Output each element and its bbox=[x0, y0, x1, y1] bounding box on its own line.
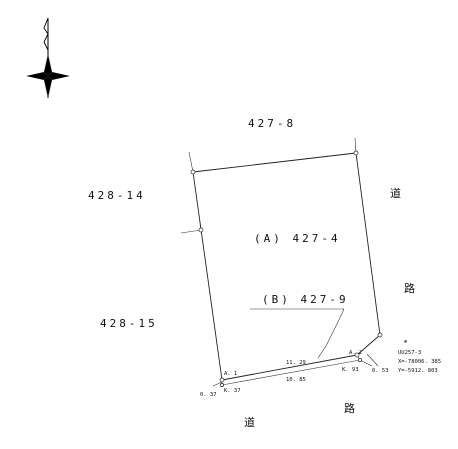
marker-se bbox=[358, 358, 362, 362]
point-label-a1: A. 1 bbox=[224, 371, 237, 377]
benchmark-y: Y=-5912. 803 bbox=[398, 368, 438, 374]
marker-a1 bbox=[219, 377, 225, 383]
parcel-label-handwritten: (B) 427-9 bbox=[262, 293, 349, 306]
boundary-markers bbox=[190, 150, 383, 387]
dimension-bottom-length: 10. 85 bbox=[286, 377, 306, 383]
dimension-top-length: 11. 29 bbox=[286, 360, 306, 366]
handwritten-leader bbox=[250, 308, 345, 359]
parcel-label-west-lower: 428-15 bbox=[100, 317, 158, 330]
benchmark-x: X=-78006. 385 bbox=[398, 359, 441, 365]
parcel-boundary bbox=[180, 137, 381, 387]
north-arrow-icon bbox=[26, 17, 70, 98]
marker-e bbox=[377, 332, 383, 338]
road-label-east-top: 道 bbox=[390, 186, 401, 200]
marker-ne bbox=[353, 150, 359, 156]
dimension-k37: K. 37 bbox=[224, 388, 241, 394]
dimension-left-offset: 0. 37 bbox=[200, 392, 217, 398]
road-label-east-bottom: 路 bbox=[404, 282, 415, 295]
parcel-label-north: 427-8 bbox=[248, 117, 296, 130]
dimension-k93: K. 93 bbox=[342, 367, 359, 373]
benchmark-symbol-icon: ⊗ bbox=[404, 339, 407, 345]
marker-nw bbox=[190, 169, 196, 175]
road-label-south-left: 道 bbox=[244, 415, 255, 429]
marker-w bbox=[198, 227, 204, 233]
parcel-label-subject: (A) 427-4 bbox=[254, 232, 341, 245]
marker-sw bbox=[220, 383, 224, 387]
road-label-south-right: 路 bbox=[344, 402, 355, 415]
parcel-label-west-upper: 428-14 bbox=[88, 189, 146, 202]
benchmark-id: UU257-3 bbox=[398, 350, 421, 356]
dimension-right-offset: 0. 53 bbox=[372, 368, 389, 374]
marker-a2 bbox=[354, 352, 360, 358]
point-label-a2: A. 2 bbox=[349, 350, 362, 356]
